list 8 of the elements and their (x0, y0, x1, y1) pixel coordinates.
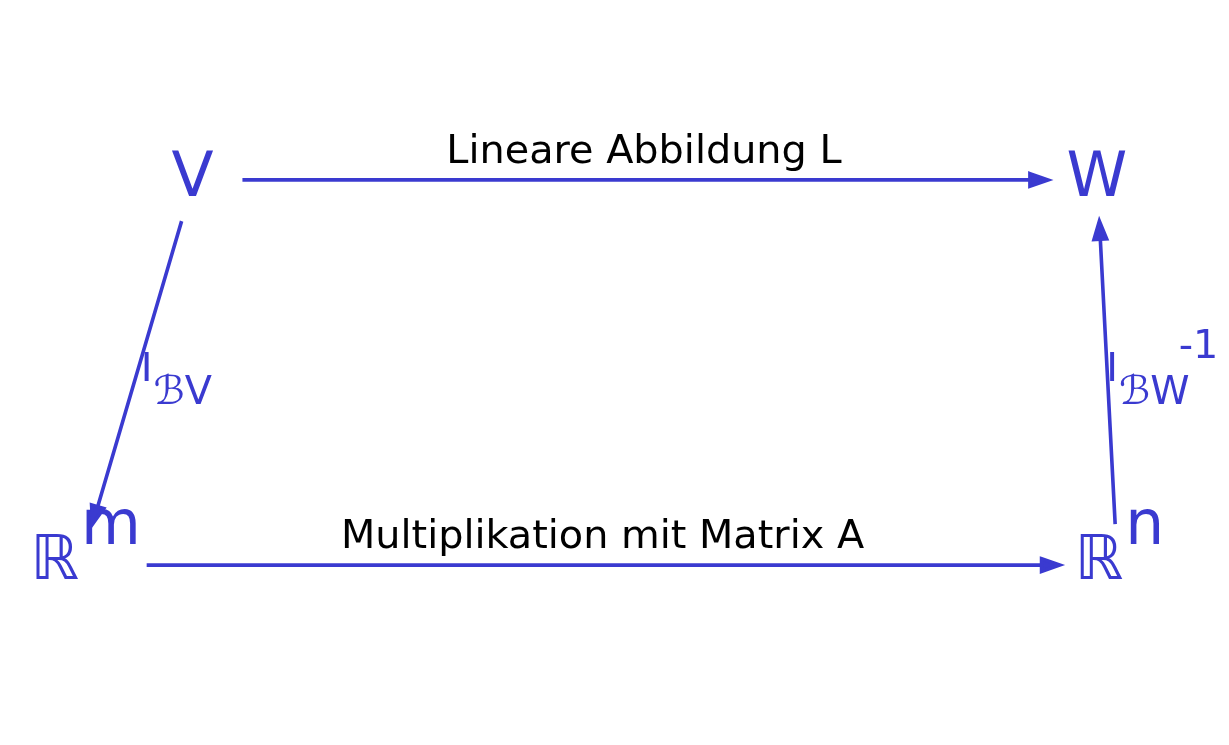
node-text: W (1066, 138, 1128, 210)
arrow (242, 171, 1054, 189)
arrow (89, 220, 184, 530)
edge-label: Multiplikation mit Matrix A (341, 511, 865, 558)
arrow (146, 556, 1066, 574)
arrow (1091, 215, 1117, 525)
node-text: V (171, 138, 214, 210)
edge-label: Lineare Abbildung L (446, 125, 842, 172)
